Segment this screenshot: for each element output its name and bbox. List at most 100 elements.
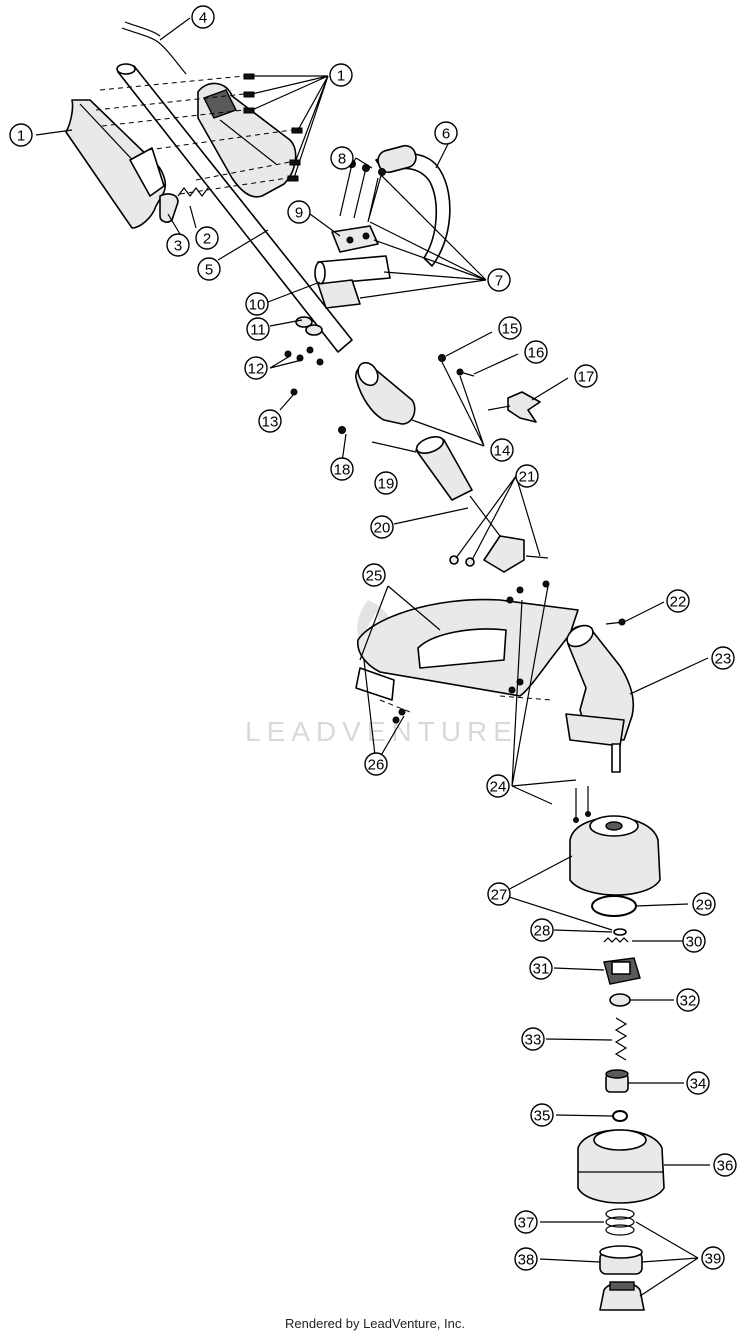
callout-37: 37: [514, 1210, 538, 1234]
svg-text:26: 26: [368, 757, 385, 774]
handle-screws: [95, 73, 303, 195]
lower-shaft-grip: [415, 436, 473, 501]
coupler-screw: [456, 368, 475, 377]
callout-38: 38: [514, 1247, 538, 1271]
callout-30: 30: [682, 929, 706, 953]
svg-text:24: 24: [490, 779, 507, 796]
svg-text:8: 8: [338, 151, 346, 168]
footer-credit: Rendered by LeadVenture, Inc.: [285, 1316, 465, 1331]
gear-head-bolts: [573, 786, 591, 823]
svg-text:14: 14: [494, 443, 511, 460]
guard-bracket-set: [449, 535, 549, 573]
svg-text:13: 13: [262, 414, 279, 431]
handle-nuts: [284, 346, 324, 396]
retainer-ring: [609, 993, 631, 1007]
gear-head: [565, 624, 635, 773]
watermark-logo: LEADVENTURE: [245, 600, 518, 747]
callout-23: 23: [711, 646, 735, 670]
svg-text:31: 31: [533, 961, 550, 978]
guard-screws: [392, 580, 550, 724]
callout-22: 22: [666, 589, 690, 613]
throttle-trigger: [159, 193, 179, 223]
svg-text:11: 11: [250, 322, 266, 339]
drive-shaft: [469, 495, 501, 537]
handle-clamp-lower: [317, 279, 361, 309]
callout-13: 13: [258, 409, 282, 433]
svg-text:39: 39: [705, 1251, 722, 1268]
callout-9: 9: [287, 200, 311, 224]
leader-lines: [35, 17, 710, 1297]
callout-12: 12: [244, 356, 268, 380]
washer: [613, 928, 627, 936]
svg-text:19: 19: [378, 476, 395, 493]
coupler-housing: [355, 361, 416, 425]
callout-36: 36: [713, 1153, 737, 1177]
handle-right-half: [197, 82, 297, 198]
ratchet: [603, 957, 641, 985]
spool-cover: [569, 815, 661, 896]
callout-10: 10: [245, 292, 269, 316]
callouts: 1 1 2 3 4 5 6 7 8 9 10 11 12 13 14 15 16…: [9, 5, 737, 1271]
callout-17: 17: [574, 364, 598, 388]
svg-text:37: 37: [518, 1215, 535, 1232]
svg-text:6: 6: [442, 126, 450, 143]
shaft-washer: [612, 1110, 628, 1122]
svg-text:9: 9: [295, 205, 303, 222]
bump-knob-insert: [599, 1245, 643, 1275]
svg-text:3: 3: [174, 238, 182, 255]
callout-39: 39: [701, 1246, 725, 1270]
svg-text:38: 38: [518, 1252, 535, 1269]
shaft-tube: [116, 63, 353, 353]
svg-text:16: 16: [528, 345, 545, 362]
callout-7: 7: [487, 268, 511, 292]
svg-text:27: 27: [491, 887, 508, 904]
callout-1a: 1: [329, 63, 353, 87]
callout-5: 5: [197, 257, 221, 281]
callout-19: 19: [374, 471, 398, 495]
svg-text:25: 25: [366, 568, 383, 585]
svg-text:28: 28: [534, 923, 551, 940]
callout-8: 8: [330, 146, 354, 170]
callout-32: 32: [676, 988, 700, 1012]
assist-handle: [375, 144, 451, 267]
handle-left-half: [65, 99, 167, 229]
callout-11: 11: [246, 317, 270, 341]
callout-18: 18: [330, 457, 354, 481]
bump-spring: [605, 1208, 635, 1236]
eyelet-hub: [605, 1069, 629, 1093]
callout-4: 4: [191, 5, 215, 29]
svg-text:18: 18: [334, 462, 351, 479]
coupler-nut: [438, 354, 446, 362]
svg-text:10: 10: [249, 297, 266, 314]
svg-text:32: 32: [680, 993, 697, 1010]
callout-28: 28: [530, 918, 554, 942]
callout-3: 3: [166, 233, 190, 257]
svg-text:5: 5: [205, 262, 213, 279]
handle-clamp-upper: [331, 225, 379, 253]
callout-33: 33: [521, 1027, 545, 1051]
callout-20: 20: [370, 515, 394, 539]
callout-26: 26: [364, 752, 388, 776]
callout-16: 16: [524, 340, 548, 364]
svg-text:4: 4: [199, 10, 207, 27]
callout-31: 31: [529, 956, 553, 980]
svg-text:29: 29: [696, 897, 713, 914]
svg-text:1: 1: [337, 68, 345, 85]
svg-text:17: 17: [578, 369, 595, 386]
svg-text:33: 33: [525, 1032, 542, 1049]
svg-text:15: 15: [502, 321, 519, 338]
callout-21: 21: [515, 464, 539, 488]
throttle-cable: [121, 21, 187, 75]
svg-text:35: 35: [534, 1108, 551, 1125]
callout-6: 6: [434, 121, 458, 145]
watermark-text: LEADVENTURE: [245, 716, 518, 747]
callout-34: 34: [686, 1071, 710, 1095]
callout-27: 27: [487, 882, 511, 906]
svg-text:34: 34: [690, 1076, 707, 1093]
knob: [487, 391, 541, 423]
callout-2: 2: [195, 226, 219, 250]
svg-text:12: 12: [248, 361, 265, 378]
bump-knob: [599, 1281, 645, 1311]
callout-25: 25: [362, 563, 386, 587]
